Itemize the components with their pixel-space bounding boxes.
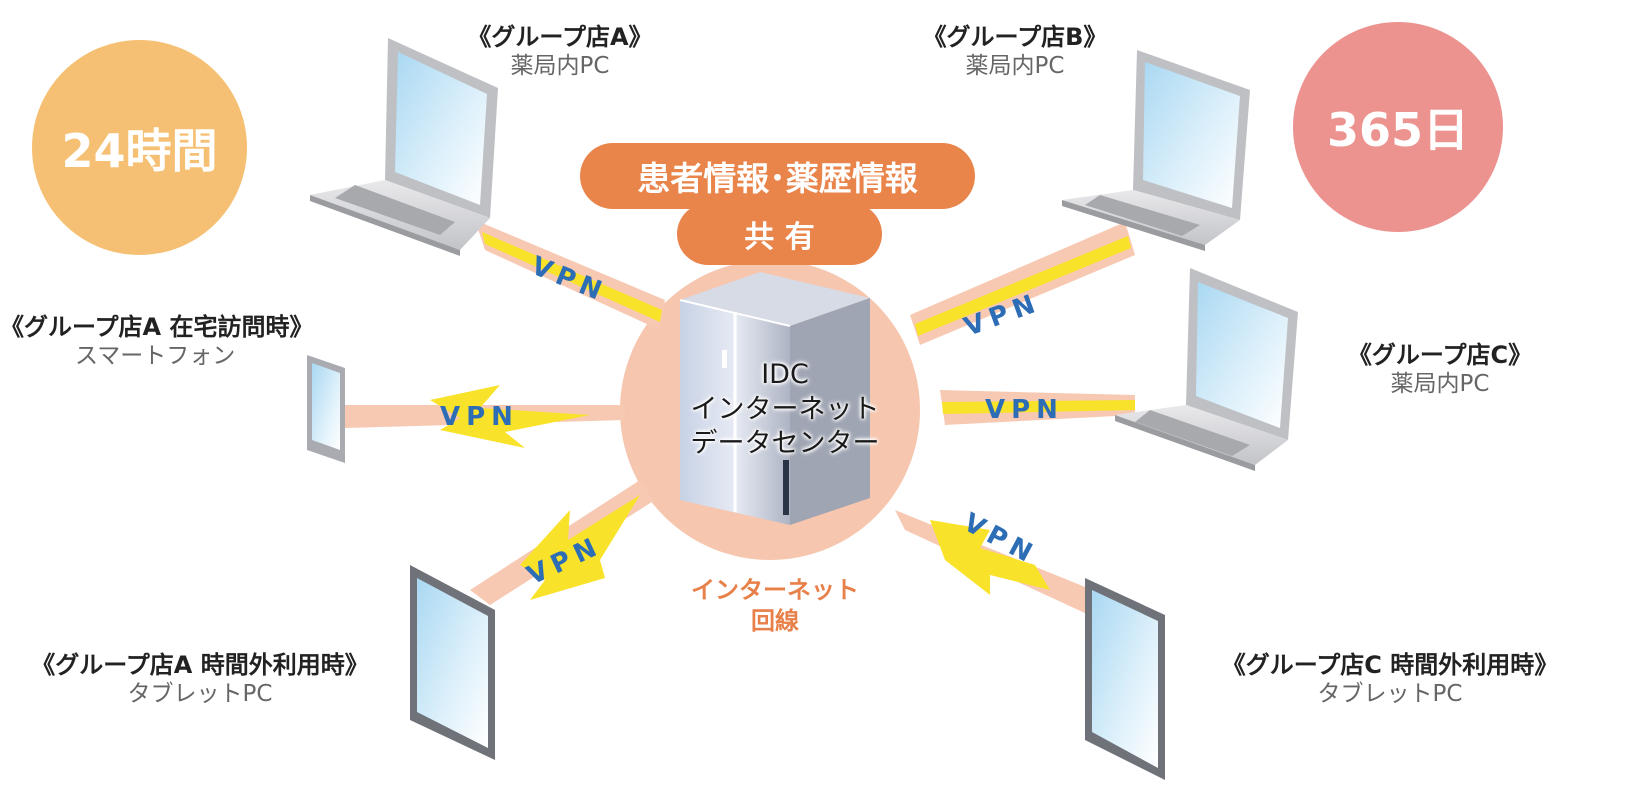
idc-label: IDC インターネット データセンター	[640, 358, 930, 462]
vpn-line-store-c	[942, 400, 1135, 414]
idc-line-1: IDC	[761, 359, 809, 390]
node-sub: 薬局内PC	[1390, 371, 1490, 397]
laptop-icon-store-a	[310, 38, 498, 256]
laptop-icon-store-b	[1062, 50, 1250, 251]
node-sub: スマートフォン	[75, 343, 236, 369]
smartphone-icon	[307, 355, 345, 463]
vpn-zigzag-smartphone	[430, 385, 590, 448]
vpn-zigzag-tablet-a	[520, 495, 640, 600]
tablet-icon-store-c	[1085, 578, 1165, 780]
node-name: 《グループ店C》	[1347, 341, 1533, 369]
node-sub: タブレットPC	[1317, 681, 1463, 707]
tablet-icon-store-a	[410, 565, 495, 760]
node-name: 《グループ店A 時間外利用時》	[31, 651, 369, 679]
shared-info-text: 患者情報･薬歴情報	[637, 159, 918, 198]
node-label-store-c: 《グループ店C》 薬局内PC	[1310, 340, 1570, 399]
vpn-line-store-a	[482, 232, 662, 322]
node-label-tablet-c: 《グループ店C 時間外利用時》 タブレットPC	[1180, 650, 1600, 709]
vpn-label-smartphone: VPN	[440, 402, 519, 432]
badge-365-days-text: 365日	[1326, 103, 1470, 157]
shared-text: 共 有	[744, 220, 815, 255]
badge-365-days: 365日	[1293, 22, 1503, 232]
node-name: 《グループ店B》	[922, 23, 1108, 51]
node-label-smartphone: 《グループ店A 在宅訪問時》 スマートフォン	[0, 312, 345, 371]
node-sub: タブレットPC	[127, 681, 273, 707]
vpn-line-store-b	[915, 236, 1131, 336]
idc-line-2: インターネット	[690, 393, 880, 425]
internet-line-label: インターネット 回線	[660, 575, 890, 637]
shared-info-pill: 患者情報･薬歴情報	[580, 143, 975, 209]
node-label-store-b: 《グループ店B》 薬局内PC	[885, 22, 1145, 81]
node-label-store-a: 《グループ店A》 薬局内PC	[430, 22, 690, 81]
server-icon	[679, 272, 870, 525]
vpn-label-store-c: VPN	[985, 395, 1064, 425]
internet-line-2: 回線	[751, 607, 799, 636]
internet-line-1: インターネット	[691, 576, 859, 604]
node-name: 《グループ店A 在宅訪問時》	[0, 313, 314, 341]
idc-line-3: データセンター	[690, 428, 880, 460]
node-name: 《グループ店C 時間外利用時》	[1221, 651, 1559, 679]
node-sub: 薬局内PC	[965, 53, 1065, 79]
shared-pill: 共 有	[677, 203, 882, 265]
node-label-tablet-a: 《グループ店A 時間外利用時》 タブレットPC	[0, 650, 400, 709]
node-name: 《グループ店A》	[467, 23, 653, 51]
badge-24-hours-text: 24時間	[61, 123, 218, 178]
vpn-lines	[430, 232, 1135, 600]
vpn-zigzag-tablet-c	[930, 520, 1050, 595]
badge-24-hours: 24時間	[32, 40, 247, 255]
laptop-icon-store-c	[1115, 268, 1298, 471]
node-sub: 薬局内PC	[510, 53, 610, 79]
